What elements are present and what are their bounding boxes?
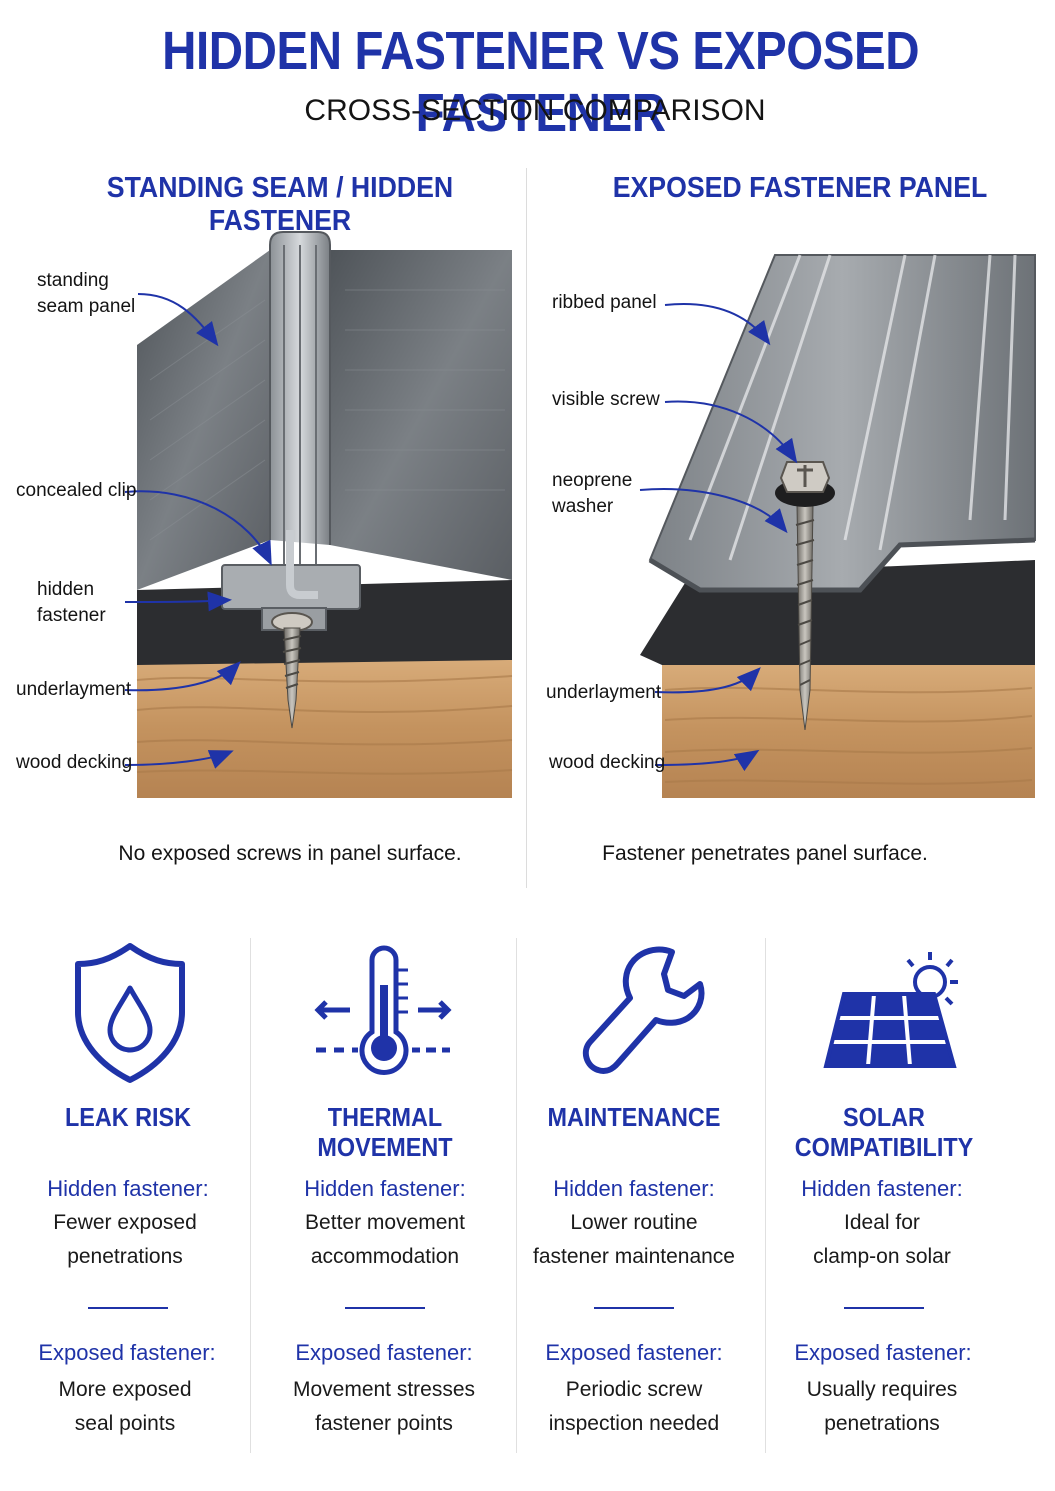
hidden-fastener-label: Hidden fastener: xyxy=(553,1176,715,1201)
right-panel-heading: EXPOSED FASTENER PANEL xyxy=(612,172,988,204)
exposed-fastener-label: Exposed fastener: xyxy=(38,1340,216,1365)
label-right-underlayment: underlayment xyxy=(546,682,662,703)
exposed-fastener-text: Usually requires penetrations xyxy=(806,1378,958,1435)
hidden-fastener-label: Hidden fastener: xyxy=(304,1176,466,1201)
right-visible-screw xyxy=(775,461,835,731)
label-left-wood-decking: wood decking xyxy=(16,752,133,773)
column-divider xyxy=(765,938,766,1453)
left-standing-seam-panel xyxy=(137,231,512,590)
section-rule xyxy=(345,1307,425,1309)
label-standing-seam-panel: standing seam panel xyxy=(37,270,136,317)
hidden-fastener-text: Lower routine fastener maintenance xyxy=(533,1211,735,1268)
cross-section-diagrams xyxy=(124,231,1036,798)
solar-panel-icon xyxy=(823,952,958,1068)
page-title: HIDDEN FASTENER VS EXPOSED FASTENER xyxy=(162,21,920,143)
section-rule xyxy=(88,1307,168,1309)
label-visible-screw: visible screw xyxy=(552,389,660,410)
category-title: THERMAL MOVEMENT xyxy=(317,1102,453,1162)
thermometer-icon xyxy=(314,945,452,1075)
hidden-fastener-label: Hidden fastener: xyxy=(47,1176,209,1201)
section-rule xyxy=(844,1307,924,1309)
left-wood-decking xyxy=(136,655,513,798)
section-rule xyxy=(594,1307,674,1309)
exposed-fastener-label: Exposed fastener: xyxy=(545,1340,723,1365)
label-neoprene-washer: neoprene washer xyxy=(552,470,633,517)
hidden-fastener-text: Better movement accommodation xyxy=(305,1211,465,1268)
category-title: LEAK RISK xyxy=(64,1102,192,1132)
left-caption: No exposed screws in panel surface. xyxy=(118,842,462,865)
label-left-underlayment: underlayment xyxy=(16,679,132,700)
comparison-icons xyxy=(75,943,958,1083)
exposed-fastener-text: More exposed seal points xyxy=(58,1378,192,1435)
left-hidden-fastener xyxy=(271,612,313,729)
exposed-fastener-text: Periodic screw inspection needed xyxy=(548,1378,720,1435)
wrench-icon xyxy=(582,946,705,1075)
page-subtitle: CROSS-SECTION COMPARISON xyxy=(304,94,766,127)
right-ribbed-panel xyxy=(648,254,1036,593)
label-right-wood-decking: wood decking xyxy=(549,752,666,773)
right-wood-decking xyxy=(662,660,1035,798)
category-title: SOLAR COMPATIBILITY xyxy=(794,1102,974,1162)
exposed-fastener-label: Exposed fastener: xyxy=(295,1340,473,1365)
hidden-fastener-text: Fewer exposed penetrations xyxy=(53,1211,197,1268)
panel-divider xyxy=(526,168,527,888)
hidden-fastener-text: Ideal for clamp-on solar xyxy=(813,1211,951,1268)
column-divider xyxy=(250,938,251,1453)
column-divider xyxy=(516,938,517,1453)
exposed-fastener-text: Movement stresses fastener points xyxy=(292,1378,476,1435)
label-ribbed-panel: ribbed panel xyxy=(552,292,657,313)
category-title: MAINTENANCE xyxy=(547,1102,721,1132)
exposed-fastener-label: Exposed fastener: xyxy=(794,1340,972,1365)
label-hidden-fastener: hidden fastener xyxy=(37,579,106,626)
shield-drop-icon xyxy=(75,943,185,1083)
right-caption: Fastener penetrates panel surface. xyxy=(602,842,928,865)
label-concealed-clip: concealed clip xyxy=(16,480,137,501)
label-arrows xyxy=(124,293,798,772)
hidden-fastener-label: Hidden fastener: xyxy=(801,1176,963,1201)
